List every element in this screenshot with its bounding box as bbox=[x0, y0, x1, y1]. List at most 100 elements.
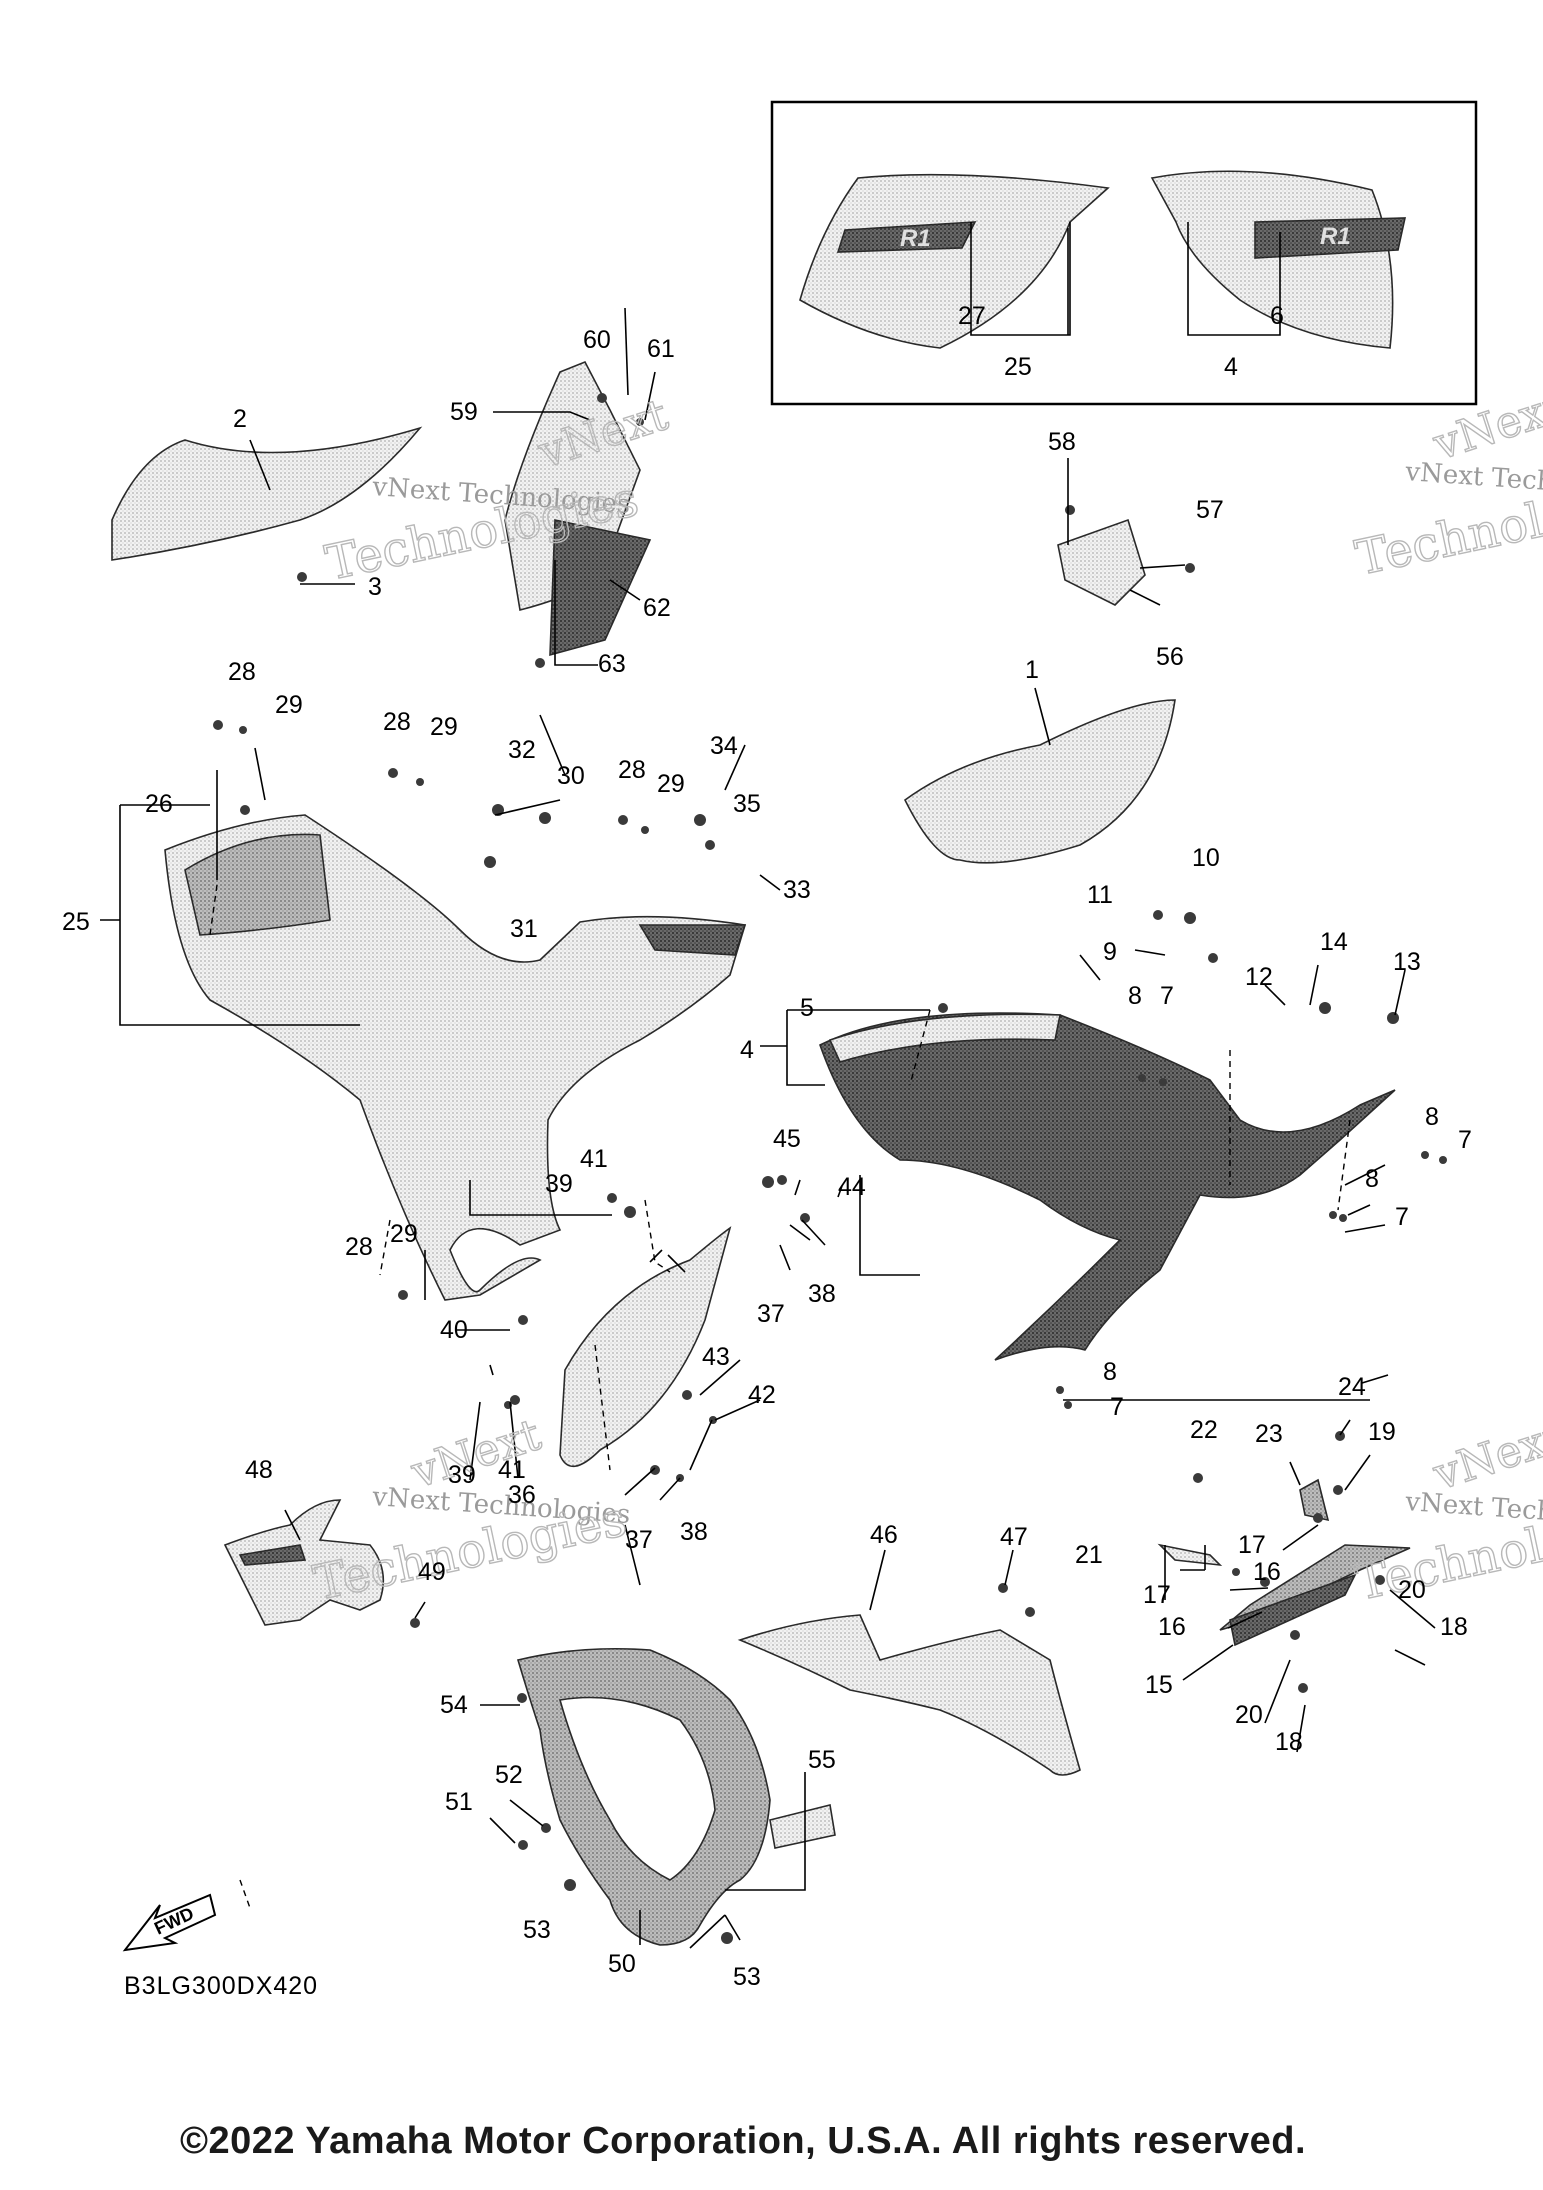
callout-28-a: 28 bbox=[228, 658, 256, 686]
decal-r1-left: R1 bbox=[900, 225, 931, 252]
callout-41-b: 41 bbox=[498, 1456, 526, 1484]
callout-50: 50 bbox=[608, 1950, 636, 1978]
part-56-bracket bbox=[1057, 518, 1146, 606]
callout-24: 24 bbox=[1338, 1373, 1366, 1401]
callout-4-inset: 4 bbox=[1224, 353, 1238, 381]
part-1-panel bbox=[903, 699, 1176, 864]
part-4-side-cowl bbox=[819, 1012, 1396, 1361]
callout-34: 34 bbox=[710, 732, 738, 760]
callout-43: 43 bbox=[702, 1343, 730, 1371]
callout-28-c: 28 bbox=[618, 756, 646, 784]
callout-52: 52 bbox=[495, 1761, 523, 1789]
diagram-code: B3LG300DX420 bbox=[124, 1972, 319, 2000]
leader-lines bbox=[100, 222, 1436, 1949]
callout-2: 2 bbox=[233, 405, 247, 433]
callout-61: 61 bbox=[647, 335, 675, 363]
callout-29-c: 29 bbox=[657, 770, 685, 798]
part-2-cover bbox=[111, 426, 423, 561]
callout-57: 57 bbox=[1196, 496, 1224, 524]
part-55-pad bbox=[769, 1804, 836, 1849]
callout-8-b: 8 bbox=[1425, 1103, 1439, 1131]
callout-46: 46 bbox=[870, 1521, 898, 1549]
callout-7-c: 7 bbox=[1395, 1203, 1409, 1231]
part-62-duct bbox=[549, 519, 652, 657]
callout-49: 49 bbox=[418, 1558, 446, 1586]
callout-23: 23 bbox=[1255, 1420, 1283, 1448]
callout-1: 1 bbox=[1025, 656, 1039, 684]
inset-right-decal bbox=[1254, 217, 1406, 259]
copyright-notice: ©2022 Yamaha Motor Corporation, U.S.A. A… bbox=[180, 2120, 1307, 2162]
callout-53-a: 53 bbox=[523, 1916, 551, 1944]
callout-21: 21 bbox=[1075, 1541, 1103, 1569]
inset-frame bbox=[770, 100, 1478, 406]
callout-28-b: 28 bbox=[383, 708, 411, 736]
part-25-inner bbox=[184, 833, 331, 936]
callout-6: 6 bbox=[1270, 302, 1284, 330]
callout-55: 55 bbox=[808, 1746, 836, 1774]
callout-45: 45 bbox=[773, 1125, 801, 1153]
callout-20-a: 20 bbox=[1398, 1576, 1426, 1604]
callout-63: 63 bbox=[598, 650, 626, 678]
fwd-arrow-icon: FWD bbox=[122, 1893, 217, 1952]
callout-26: 26 bbox=[145, 790, 173, 818]
callout-36: 36 bbox=[508, 1481, 536, 1509]
callout-20-b: 20 bbox=[1235, 1701, 1263, 1729]
callout-25-inset: 25 bbox=[1004, 353, 1032, 381]
callout-37-b: 37 bbox=[625, 1526, 653, 1554]
callout-59: 59 bbox=[450, 398, 478, 426]
callout-17-b: 17 bbox=[1143, 1581, 1171, 1609]
callout-33: 33 bbox=[783, 876, 811, 904]
callout-37-a: 37 bbox=[757, 1300, 785, 1328]
part-50-opening bbox=[558, 1696, 716, 1881]
part-48-bracket bbox=[223, 1499, 385, 1626]
callout-7-b: 7 bbox=[1458, 1126, 1472, 1154]
callout-51: 51 bbox=[445, 1788, 473, 1816]
callout-35: 35 bbox=[733, 790, 761, 818]
callout-27: 27 bbox=[958, 302, 986, 330]
watermark-line-2d: vNext bbox=[1427, 1411, 1543, 1501]
callout-60: 60 bbox=[583, 326, 611, 354]
callout-9: 9 bbox=[1103, 938, 1117, 966]
callout-13: 13 bbox=[1393, 948, 1421, 976]
part-46-lower-panel bbox=[737, 1614, 1081, 1776]
part-15-rail-lower bbox=[1229, 1573, 1357, 1647]
part-21-bracket bbox=[1157, 1543, 1223, 1567]
callout-11: 11 bbox=[1087, 881, 1113, 909]
callout-18-b: 18 bbox=[1275, 1728, 1303, 1756]
callout-22: 22 bbox=[1190, 1416, 1218, 1444]
callout-5: 5 bbox=[800, 994, 814, 1022]
callout-32: 32 bbox=[508, 736, 536, 764]
callout-53-b: 53 bbox=[733, 1963, 761, 1991]
callout-31: 31 bbox=[510, 915, 538, 943]
callout-39-a: 39 bbox=[545, 1170, 573, 1198]
callout-15: 15 bbox=[1145, 1671, 1173, 1699]
part-23-bracket bbox=[1299, 1478, 1330, 1522]
callout-38-b: 38 bbox=[680, 1518, 708, 1546]
callouts: 60 61 59 2 3 62 63 27 25 6 4 58 57 56 1 … bbox=[62, 302, 1472, 1991]
callout-30: 30 bbox=[557, 762, 585, 790]
callout-16-b: 16 bbox=[1158, 1613, 1186, 1641]
decal-r1-right: R1 bbox=[1320, 223, 1351, 250]
part-36-panel bbox=[559, 1226, 732, 1468]
callout-12: 12 bbox=[1245, 963, 1273, 991]
callout-3: 3 bbox=[368, 573, 382, 601]
callout-62: 62 bbox=[643, 594, 671, 622]
callout-42: 42 bbox=[748, 1381, 776, 1409]
part-48-dark bbox=[238, 1544, 307, 1566]
callout-47: 47 bbox=[1000, 1523, 1028, 1551]
part-4-top-edge bbox=[828, 1013, 1061, 1063]
inset-right-cowl bbox=[1150, 170, 1394, 349]
watermark-line-2b: vNext bbox=[1427, 381, 1543, 471]
callout-54: 54 bbox=[440, 1691, 468, 1719]
callout-41-a: 41 bbox=[580, 1145, 608, 1173]
callout-4: 4 bbox=[740, 1036, 754, 1064]
inset-left-decal bbox=[836, 221, 977, 253]
callout-19: 19 bbox=[1368, 1418, 1396, 1446]
callout-17-a: 17 bbox=[1238, 1531, 1266, 1559]
callout-29-a: 29 bbox=[275, 691, 303, 719]
callout-7-a: 7 bbox=[1160, 982, 1174, 1010]
callout-14: 14 bbox=[1320, 928, 1348, 956]
callout-8-c: 8 bbox=[1365, 1165, 1379, 1193]
callout-25: 25 bbox=[62, 908, 90, 936]
